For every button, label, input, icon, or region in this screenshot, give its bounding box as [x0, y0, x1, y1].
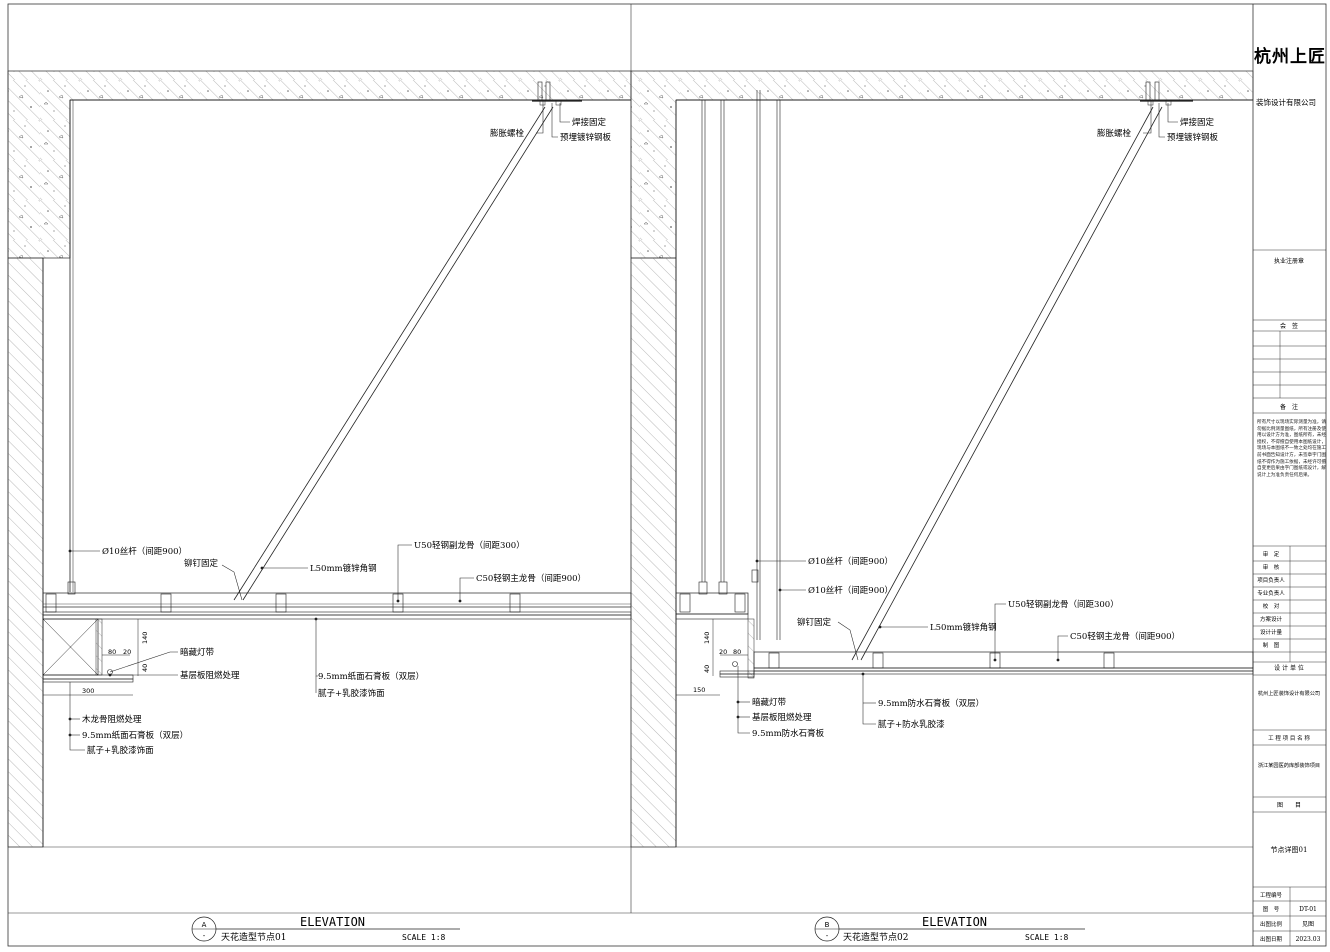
detail-sub-a: - [203, 932, 206, 940]
dim-80-b: 80 [733, 648, 741, 656]
countersign-label: 会 签 [1280, 322, 1298, 330]
label-weld-a: 焊接固定 [572, 117, 607, 128]
approval-row-6: 设计计量 [1260, 628, 1283, 636]
detail-letter-a: A [202, 921, 207, 929]
title-block [1253, 249, 1326, 946]
scale-a: SCALE 1:8 [402, 933, 446, 942]
label-bolt-a: 膨胀螺栓 [490, 128, 525, 139]
concrete-slab-a [7, 70, 632, 259]
anchor-bolt-a [532, 81, 582, 106]
approval-row-1: 审 核 [1263, 563, 1280, 571]
approval-row-2: 项目负责人 [1257, 576, 1285, 584]
fascia-b [747, 618, 755, 679]
label-rod1-b: Ø10丝杆（间距900） [808, 556, 893, 567]
label-base-a: 基层板阻燃处理 [180, 670, 240, 681]
label-base-b: 基层板阻燃处理 [752, 712, 812, 723]
label-plate-b: 预埋镀锌钢板 [1167, 132, 1219, 143]
label-gypsum-b: 9.5mm防水石膏板（双层） [878, 698, 984, 709]
dim-20: 20 [123, 648, 131, 656]
label-secondary-keel-b: U50轻钢副龙骨（间距300） [1008, 599, 1119, 610]
remarks-label: 备 注 [1280, 403, 1298, 411]
detail-sub-b: - [826, 932, 829, 940]
label-angle-a: L50mm镀锌角钢 [310, 563, 377, 574]
label-secondary-keel-a: U50轻钢副龙骨（间距300） [414, 540, 525, 551]
dim-40-b: 40 [703, 665, 711, 673]
stamp-label: 执业注册章 [1274, 257, 1304, 265]
heading-b: ELEVATION [922, 915, 987, 929]
label-gypsum2-b: 9.5mm防水石膏板 [752, 728, 825, 739]
info-label-3: 出图日期 [1260, 935, 1283, 943]
detail-name-b: 天花造型节点02 [843, 931, 908, 943]
label-light-b: 暗藏灯带 [752, 697, 787, 708]
label-weld-b: 焊接固定 [1180, 117, 1215, 128]
wall-a [7, 257, 44, 848]
info-label-0: 工程编号 [1260, 891, 1283, 899]
approval-row-4: 校 对 [1263, 602, 1280, 610]
project-label: 工 程 项 目 名 称 [1268, 734, 1310, 742]
anchor-bolt-b [1140, 81, 1193, 106]
design-unit-label: 设 计 单 位 [1274, 664, 1304, 672]
info-label-2: 出图比例 [1260, 920, 1283, 928]
drawing-value: 节点详图01 [1271, 845, 1308, 854]
company-name: 杭州上匠 [1254, 47, 1326, 67]
info-label-1: 图 号 [1263, 905, 1280, 913]
remarks-text: 所有尺寸以现场实际测量为准，请勿据比例测量图纸，所有注册及使用以设计方为准，图纸… [1257, 420, 1326, 478]
label-rivet-a: 铆钉固定 [184, 558, 219, 569]
detail-name-a: 天花造型节点01 [221, 931, 286, 943]
angle-steel-b [851, 106, 1154, 661]
dim-140-b: 140 [703, 632, 711, 644]
label-angle-b: L50mm镀锌角钢 [930, 622, 997, 633]
info-value-1: DT-01 [1299, 906, 1317, 913]
label-plate-a: 预埋镀锌钢板 [560, 132, 612, 143]
hanger-rods-b [701, 90, 781, 640]
approval-row-3: 专业负责人 [1257, 589, 1285, 597]
info-value-2: 见图 [1302, 921, 1314, 928]
label-rod-a: Ø10丝杆（间距900） [102, 546, 187, 557]
label-bolt-b: 膨胀螺栓 [1097, 128, 1132, 139]
label-main-keel-a: C50轻钢主龙骨（间距900） [476, 573, 586, 584]
label-gypsum-a: 9.5mm纸面石膏板（双层） [318, 671, 424, 682]
scale-b: SCALE 1:8 [1025, 933, 1069, 942]
heading-a: ELEVATION [300, 915, 365, 929]
label-putty2-a: 腻子+乳胶漆饰面 [87, 745, 154, 756]
label-putty-b: 腻子+防水乳胶漆 [878, 719, 945, 730]
label-putty-a: 腻子+乳胶漆饰面 [318, 688, 385, 699]
label-rivet-b: 铆钉固定 [797, 617, 832, 628]
label-gypsum2-a: 9.5mm纸面石膏板（双层） [82, 730, 188, 741]
info-value-3: 2023.03 [1296, 936, 1321, 943]
detail-a: 80 20 140 40 300 焊接固定 [7, 70, 632, 943]
dim-20-b: 20 [719, 648, 727, 656]
label-rod2-b: Ø10丝杆（间距900） [808, 585, 893, 596]
dim-300: 300 [82, 687, 94, 695]
angle-steel-a [233, 106, 546, 601]
dim-40: 40 [141, 664, 149, 672]
detail-letter-b: B [825, 921, 830, 929]
design-unit-value: 杭州上匠装饰设计有限公司 [1258, 689, 1320, 697]
dim-150-b: 150 [693, 686, 705, 694]
approval-row-0: 审 定 [1263, 550, 1280, 558]
wall-b [630, 257, 677, 848]
approval-row-5: 方案设计 [1260, 615, 1283, 623]
dim-140: 140 [141, 632, 149, 644]
detail-b: 140 40 20 80 150 焊接固定 膨胀螺栓 [630, 70, 1254, 943]
company-subtitle: 装饰设计有限公司 [1256, 98, 1316, 107]
approval-row-7: 制 图 [1263, 641, 1280, 649]
drawing-label: 图 目 [1277, 802, 1301, 809]
label-light-a: 暗藏灯带 [180, 647, 215, 658]
label-wood-keel-a: 木龙骨阻燃处理 [82, 714, 142, 725]
project-value: 浙江某园医药库部装饰项目 [1258, 761, 1320, 769]
label-main-keel-b: C50轻钢主龙骨（间距900） [1070, 631, 1180, 642]
dim-80: 80 [108, 648, 116, 656]
